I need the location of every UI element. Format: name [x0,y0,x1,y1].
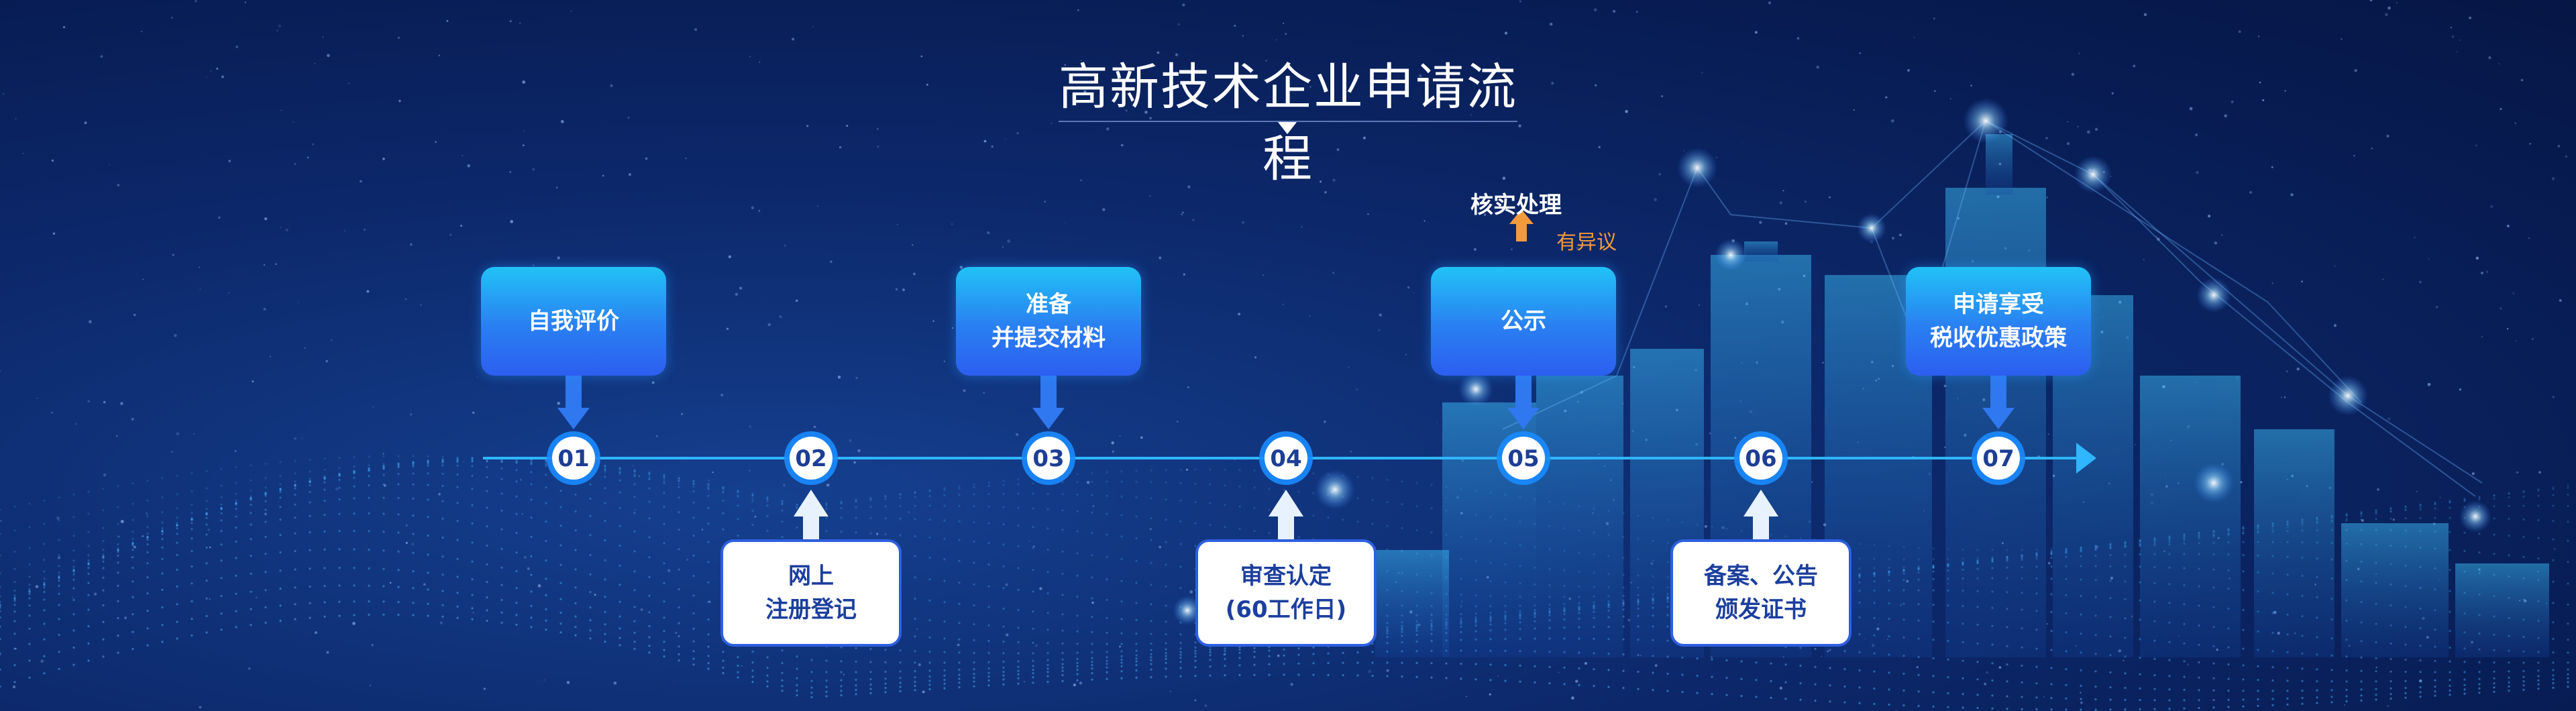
title-underline [1059,121,1517,122]
step-number: 01 [557,445,589,472]
step-label: 网上 注册登记 [765,563,857,623]
step-connector-01 [557,376,590,429]
step-connectors [557,376,2015,541]
step-label: 准备 并提交材料 [991,291,1106,351]
step-connector-04 [1269,490,1303,541]
step-label: 公示 [1501,308,1546,335]
step-box-05: 公示 [1431,267,1616,376]
step-label: 审查认定 (60工作日) [1225,563,1347,623]
step-connector-02 [794,490,828,541]
step-box-04: 审查认定 (60工作日) [1195,539,1377,647]
step-connector-05 [1507,376,1540,429]
step-node-01: 01 [547,431,600,485]
glow-points [1173,98,2491,625]
step-label: 申请享受 税收优惠政策 [1930,291,2067,351]
timeline: 01 02 03 04 05 06 07 [483,376,2096,541]
step-label: 备案、公告 颁发证书 [1704,563,1818,623]
step-connector-06 [1743,490,1778,541]
step-connector-07 [1982,376,2015,429]
branch-condition: 有异议 [1556,231,1617,254]
step-number: 06 [1745,445,1776,472]
step-number: 04 [1270,445,1301,472]
step-box-06: 备案、公告 颁发证书 [1670,539,1851,647]
step-box-07: 申请享受 税收优惠政策 [1906,267,2091,376]
step-node-06: 06 [1734,431,1788,485]
branch-label: 核实处理 [1470,192,1562,219]
step-node-07: 07 [1972,431,2025,485]
step-box-03: 准备 并提交材料 [956,267,1141,376]
step-label: 自我评价 [528,308,619,335]
step-number: 07 [1982,445,2014,472]
step-box-01: 自我评价 [481,267,666,376]
step-connector-03 [1032,376,1065,429]
step-node-05: 05 [1497,431,1550,485]
branch-arrow-up [1509,209,1534,241]
step-node-04: 04 [1259,431,1313,485]
page-title: 高新技术企业申请流程 [1059,58,1517,188]
step-number: 02 [795,445,826,472]
step-number: 05 [1507,445,1539,472]
title-pointer-triangle [1278,122,1297,134]
step-box-02: 网上 注册登记 [720,539,902,647]
step-nodes: 01 02 03 04 05 06 07 [547,431,2025,485]
step-number: 03 [1032,445,1064,472]
timeline-arrowhead [2076,443,2096,474]
city-skyline [1375,134,2549,657]
step-node-02: 02 [784,431,838,485]
step-node-03: 03 [1022,431,1075,485]
